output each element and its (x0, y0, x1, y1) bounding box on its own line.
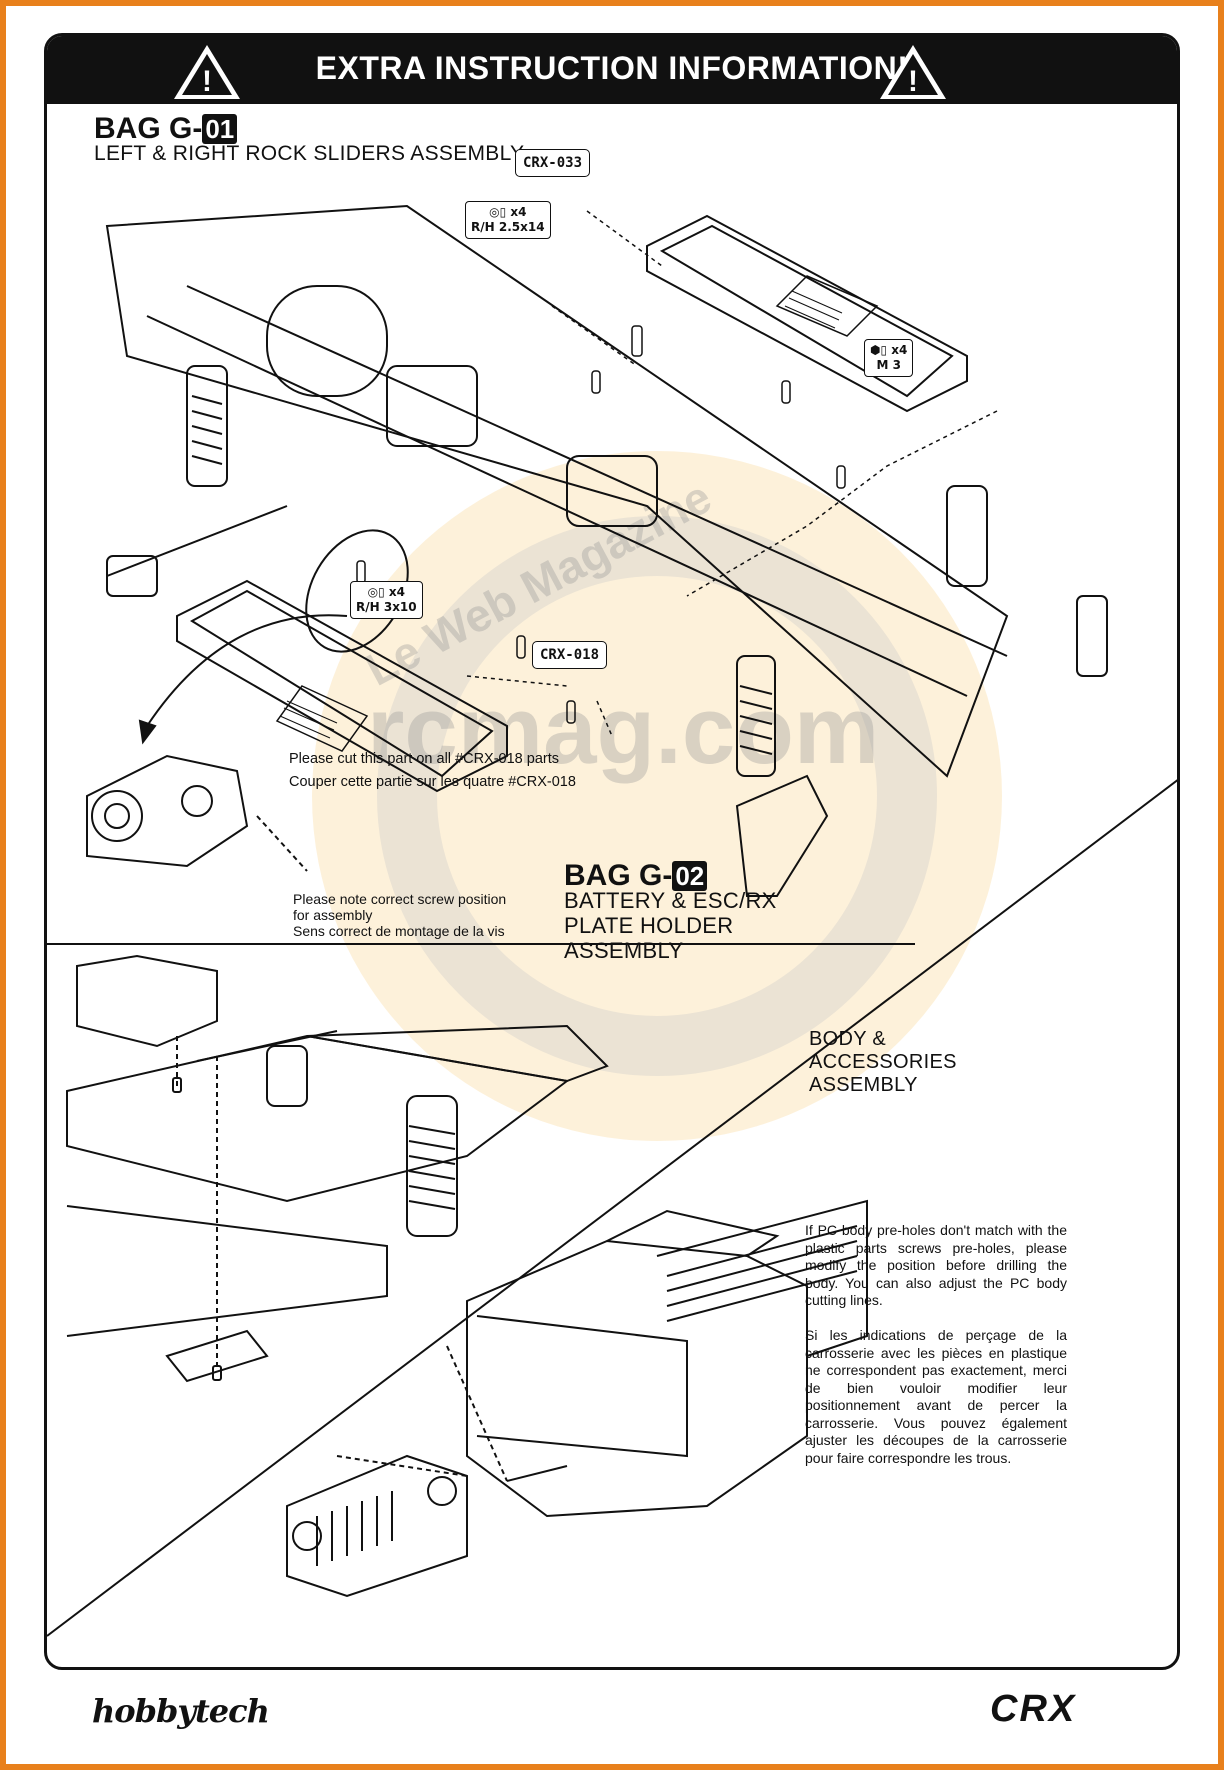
rock-slider-top-drawing (646, 214, 968, 413)
body-note-french: Si les indications de perçage de la carr… (805, 1327, 1067, 1466)
bag-number-badge: 01 (202, 114, 238, 144)
bag-g02-subtitle: BATTERY & ESC/RX PLATE HOLDER ASSEMBLY (564, 888, 777, 963)
instruction-sheet: ! EXTRA INSTRUCTION INFORMATION! ! rcmag… (44, 33, 1180, 1670)
arrow-head (138, 719, 157, 745)
nut-icon: ⬢▯ (870, 343, 888, 357)
cut-note-french: Couper cette partie sur les quatre #CRX-… (289, 774, 576, 790)
bag-prefix: BAG G- (564, 859, 673, 892)
header-banner: ! EXTRA INSTRUCTION INFORMATION! ! (47, 36, 1177, 104)
part-tag-crx033: CRX-033 (515, 149, 591, 177)
washer-icon: ◎▯ (367, 585, 385, 599)
screw-label-right: ⬢▯ x4 M 3 (864, 339, 914, 377)
assembly-illustrations (47, 204, 1177, 1637)
banner-title: EXTRA INSTRUCTION INFORMATION! (315, 50, 909, 86)
bag-number-badge: 02 (672, 861, 708, 891)
bag-g01-subtitle: LEFT & RIGHT ROCK SLIDERS ASSEMBLY (94, 142, 525, 165)
washer-icon: ◎▯ (489, 205, 507, 219)
bag-g01-heading: BAG G-01 (94, 112, 238, 146)
cut-note-english: Please cut this part on all #CRX-018 par… (289, 751, 559, 767)
screw-parts (356, 325, 846, 724)
chassis-drawing (105, 204, 1108, 897)
screw-size: R/H 3x10 (356, 600, 417, 614)
detail-arrow (146, 614, 348, 727)
part-tag-crx018: CRX-018 (532, 641, 608, 669)
screw-label-bottom: ◎▯ x4 R/H 3x10 (350, 581, 423, 619)
bag-prefix: BAG G- (94, 112, 203, 145)
watermark-logo (312, 451, 1002, 1141)
warning-icon: ! (174, 45, 240, 99)
screw-size: M 3 (876, 358, 901, 372)
hobbytech-logo: hobbytech (92, 1692, 270, 1730)
body-accessories-title: BODY & ACCESSORIES ASSEMBLY (809, 1028, 957, 1096)
rock-slider-bottom-drawing (176, 579, 508, 793)
battery-plate-drawing (66, 954, 609, 1383)
bracket-detail-drawing (86, 754, 308, 872)
crx-logo: CRX (990, 1688, 1077, 1730)
truck-body-drawing (286, 1199, 868, 1598)
screw-size: R/H 2.5x14 (471, 220, 545, 234)
svg-text:!: ! (202, 65, 212, 98)
screw-position-note: Please note correct screw position for a… (293, 891, 507, 939)
svg-text:!: ! (908, 65, 918, 98)
section-divider-diagonal (47, 779, 1177, 1637)
bag-g02-heading: BAG G-02 (564, 859, 708, 893)
warning-icon: ! (880, 45, 946, 99)
body-note-english: If PC body pre-holes don't match with th… (805, 1222, 1067, 1308)
screw-label-top: ◎▯ x4 R/H 2.5x14 (465, 201, 551, 239)
